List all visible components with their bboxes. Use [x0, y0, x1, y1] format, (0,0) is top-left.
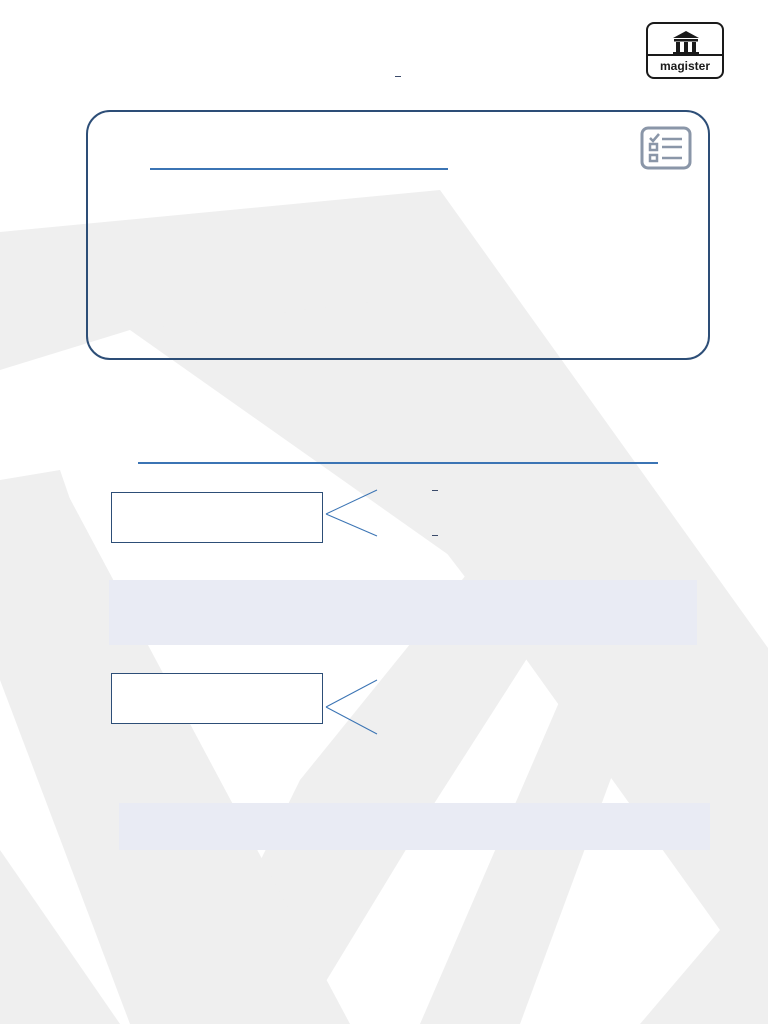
branch-dash	[432, 535, 438, 536]
top-dash	[395, 76, 401, 77]
branch-connector	[325, 489, 378, 537]
watermark-shape	[130, 300, 590, 1024]
term-box	[111, 673, 323, 724]
watermark-shape	[420, 700, 640, 1024]
branch-dash	[432, 490, 438, 491]
branch-connector	[325, 679, 378, 735]
section-title-rule	[138, 462, 658, 464]
magister-logo: magister	[646, 22, 724, 79]
logo-text: magister	[648, 54, 722, 78]
shaded-note-band	[109, 580, 697, 645]
card-title-rule	[150, 168, 448, 170]
watermark-shape	[0, 190, 768, 1024]
checklist-icon	[640, 126, 692, 170]
term-box	[111, 492, 323, 543]
watermark-shape	[0, 850, 120, 1024]
watermark-shape	[0, 480, 350, 1024]
shaded-note-band	[119, 803, 710, 850]
info-card	[86, 110, 710, 360]
bank-building-icon	[673, 31, 699, 55]
